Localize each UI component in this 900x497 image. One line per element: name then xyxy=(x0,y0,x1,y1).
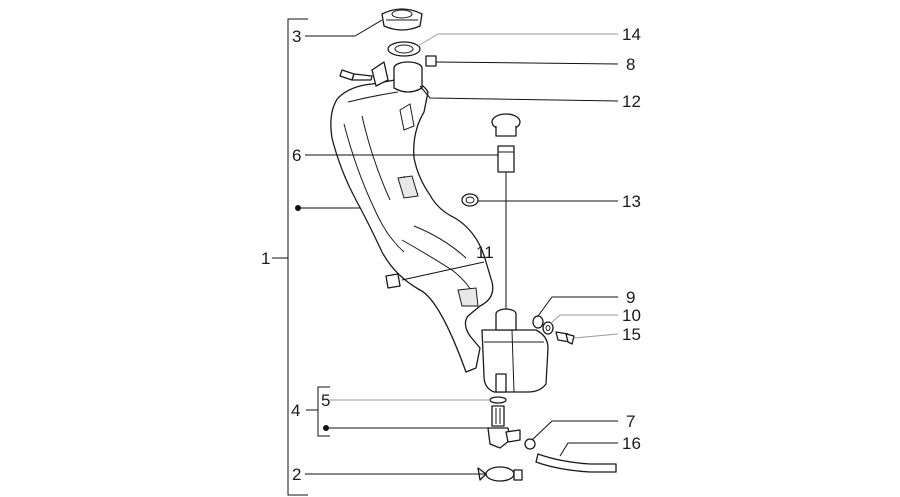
clip-8 xyxy=(425,55,437,67)
callout-5: 5 xyxy=(321,391,330,410)
callout-2: 2 xyxy=(292,465,301,484)
small-clamp xyxy=(524,438,536,450)
callout-7: 7 xyxy=(626,412,635,431)
callout-8: 8 xyxy=(626,55,635,74)
reservoir-cap xyxy=(381,8,423,31)
callout-6: 6 xyxy=(292,146,301,165)
washer-9 xyxy=(532,315,544,329)
screw-15 xyxy=(555,331,575,345)
callout-9: 9 xyxy=(626,288,635,307)
callout-labels: 1 2 3 4 5 6 7 8 9 10 11 12 13 14 15 16 xyxy=(261,25,641,484)
washer-10 xyxy=(542,321,554,335)
callout-16: 16 xyxy=(622,434,641,453)
outlet-fitting xyxy=(487,405,521,449)
hose xyxy=(535,453,617,473)
reservoir-tank xyxy=(330,61,549,393)
leader-lines xyxy=(305,19,619,475)
callout-14: 14 xyxy=(622,25,641,44)
callout-3: 3 xyxy=(292,27,301,46)
callout-10: 10 xyxy=(622,306,641,325)
callout-4: 4 xyxy=(291,401,300,420)
assembly-bracket-4 xyxy=(306,386,490,437)
callout-1: 1 xyxy=(261,249,270,268)
cap-gasket xyxy=(387,41,421,57)
clip-11 xyxy=(385,273,401,289)
sensor-socket xyxy=(495,308,517,331)
grommet xyxy=(461,193,479,207)
callout-15: 15 xyxy=(622,325,641,344)
callout-13: 13 xyxy=(622,192,641,211)
o-ring xyxy=(489,396,507,404)
callout-11: 11 xyxy=(476,243,494,262)
assembly-bracket-1 xyxy=(272,18,360,496)
level-sensor xyxy=(491,113,521,312)
mounting-screw xyxy=(339,69,373,81)
callout-12: 12 xyxy=(622,92,641,111)
